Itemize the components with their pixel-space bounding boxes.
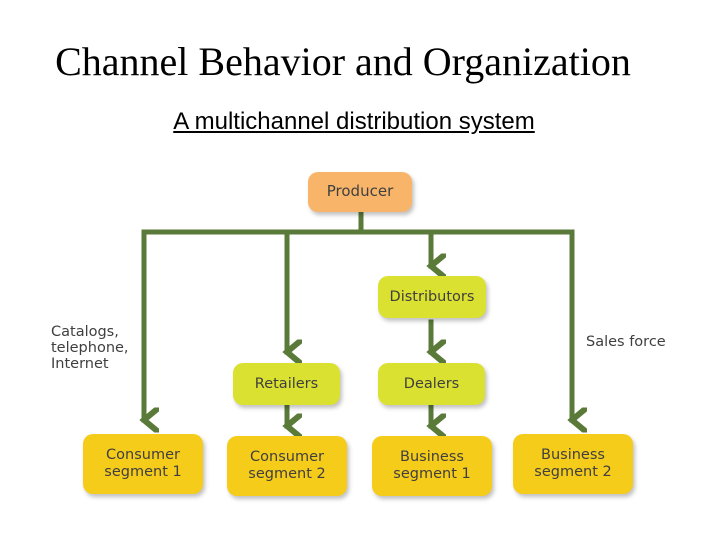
- consumer-segment-2-line-2: segment 2: [248, 466, 326, 482]
- dealers-label: Dealers: [403, 375, 460, 392]
- retailers-label: Retailers: [254, 375, 319, 392]
- producer-box: Producer: [308, 172, 412, 212]
- slide-subtitle: A multichannel distribution system: [173, 108, 535, 135]
- distributors-box: Distributors: [378, 276, 486, 318]
- business-segment-2-line-2: segment 2: [534, 464, 612, 480]
- consumer-segment-1-line-1: Consumer: [106, 447, 180, 464]
- distributors-label: Distributors: [389, 288, 475, 305]
- left-label-line-2: telephone,: [51, 340, 129, 357]
- business-segment-2-line-1: Business: [541, 447, 605, 464]
- consumer-segment-1-box: Consumer segment 1: [83, 434, 203, 494]
- producer-label: Producer: [326, 182, 394, 201]
- consumer-segment-1-line-2: segment 1: [104, 464, 182, 480]
- catalogs-telephone-internet-label: Catalogs, telephone, Internet: [51, 324, 129, 373]
- business-segment-1-line-1: Business: [400, 449, 464, 466]
- business-segment-2-box: Business segment 2: [513, 434, 633, 494]
- consumer-segment-2-box: Consumer segment 2: [227, 436, 347, 496]
- business-segment-1-line-2: segment 1: [393, 466, 471, 482]
- business-segment-1-box: Business segment 1: [372, 436, 492, 496]
- left-label-line-3: Internet: [51, 356, 109, 373]
- retailers-box: Retailers: [233, 363, 340, 405]
- slide-title: Channel Behavior and Organization: [55, 39, 631, 84]
- sales-force-label: Sales force: [586, 334, 666, 350]
- dealers-box: Dealers: [378, 363, 485, 405]
- left-label-line-1: Catalogs,: [51, 324, 119, 340]
- consumer-segment-2-line-1: Consumer: [250, 449, 324, 466]
